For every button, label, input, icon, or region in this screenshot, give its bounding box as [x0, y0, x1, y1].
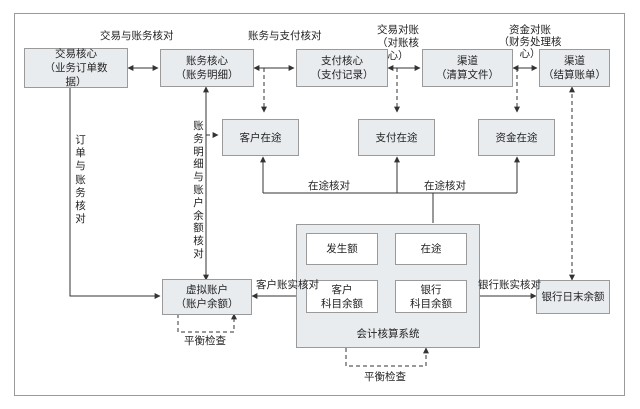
label-customer-real-check: 客户账实核对: [256, 279, 319, 291]
channel-bill-node: 渠道 （结算账单）: [539, 49, 610, 87]
accounting-system-label: 会计核算系统: [356, 328, 420, 340]
label-transit-check-left: 在途核对: [308, 180, 350, 192]
label-fund-reconcile: 资金对账 （财务处理核 心）: [498, 24, 562, 60]
label-trade-account-check: 交易与账务核对: [100, 30, 174, 42]
loop-balance-left: [177, 313, 237, 333]
label-account-payment-check: 账务与支付核对: [248, 30, 322, 42]
virtual-account-node: 虚拟账户 （账户余额）: [162, 279, 252, 315]
label-trade-reconcile: 交易对账 （对账核心）: [377, 24, 419, 62]
fund-transit-node: 资金在途: [478, 119, 555, 156]
occurrence-node: 发生额: [306, 233, 378, 265]
payment-core-node: 支付核心 （支付记录）: [296, 49, 388, 87]
bank-balance-node: 银行日末余额: [536, 280, 610, 314]
customer-subject-node: 客户 科目余额: [306, 280, 378, 313]
channel-file-node: 渠道 （清算文件）: [422, 49, 513, 87]
label-transit-check-right: 在途核对: [424, 180, 466, 192]
bank-subject-node: 银行 科目余额: [395, 280, 467, 313]
label-order-account-check: 订单与账务核对: [75, 134, 86, 226]
diagram-frame: [14, 13, 625, 396]
loop-balance-bottom: [345, 347, 429, 367]
edge-order-virtual: [69, 87, 161, 299]
label-balance-check-left: 平衡检查: [184, 335, 226, 347]
label-balance-check-bottom: 平衡检查: [364, 371, 406, 383]
order-core-node: 交易核心 （业务订单数 据）: [24, 48, 128, 88]
customer-transit-node: 客户在途: [222, 119, 299, 156]
label-bank-real-check: 银行账实核对: [478, 279, 541, 291]
account-core-node: 账务核心 （账务明细）: [160, 49, 254, 87]
payment-transit-node: 支付在途: [358, 119, 435, 156]
label-detail-balance-check: 账务明细与账户余额核对: [193, 120, 204, 260]
in-transit-node: 在途: [395, 233, 467, 265]
